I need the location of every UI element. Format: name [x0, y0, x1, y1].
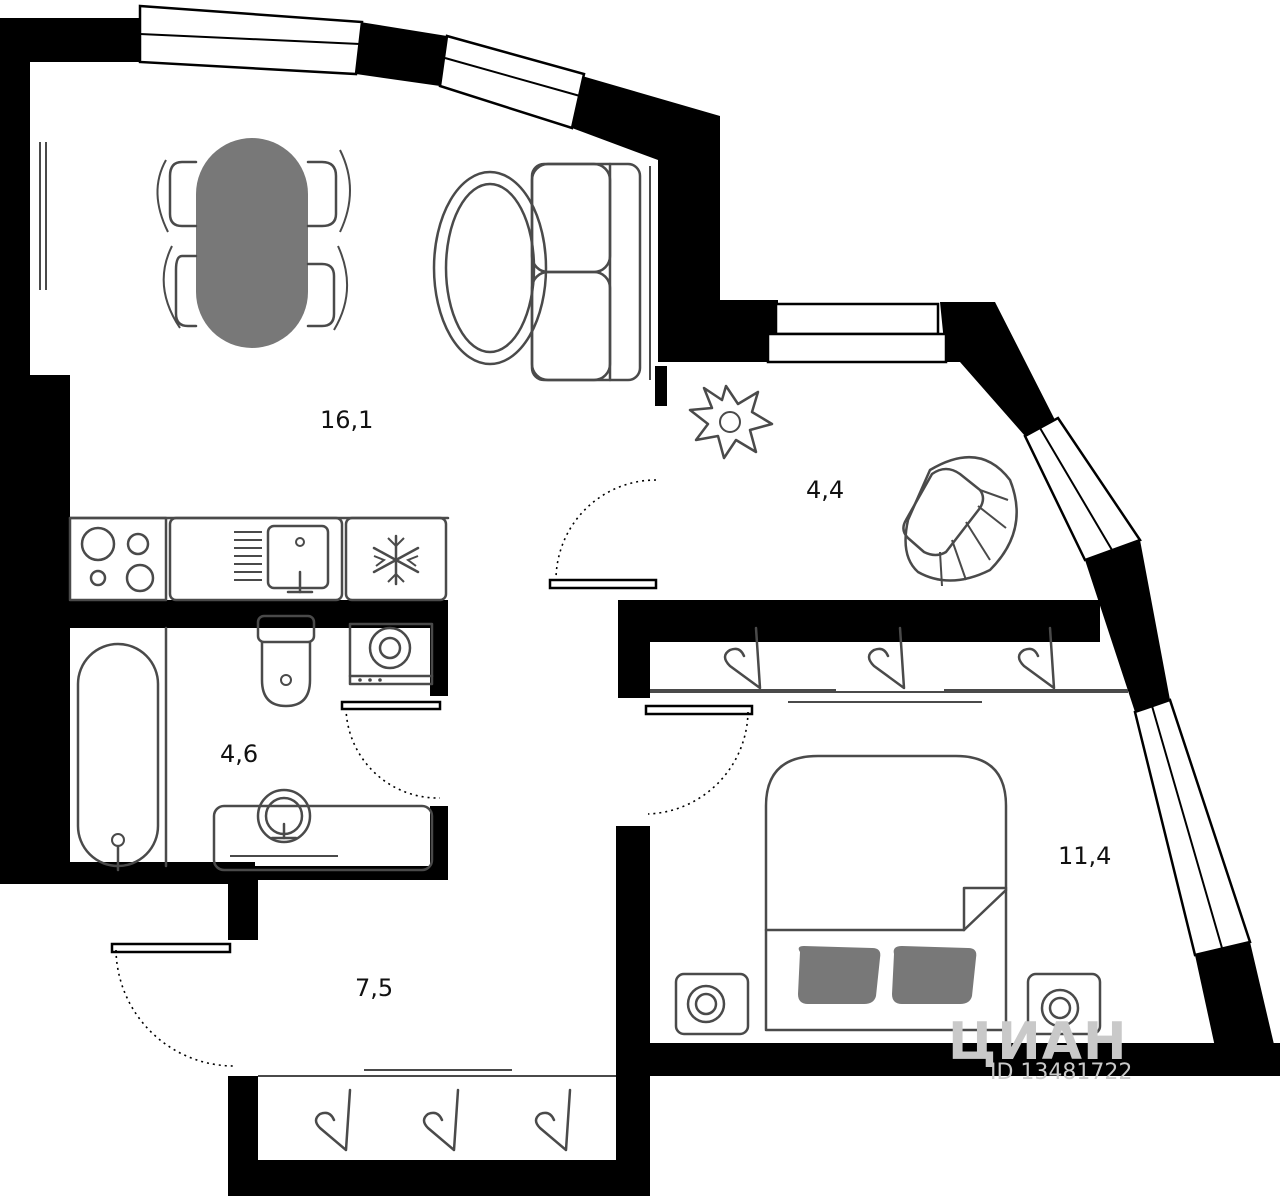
watermark-id: ID 13481722 [990, 1060, 1133, 1085]
round-rug-icon [432, 170, 548, 366]
plant-icon [688, 384, 774, 460]
bathroom-fixtures [76, 614, 434, 872]
windows [39, 4, 1252, 957]
room-area-living: 16,1 [320, 406, 374, 434]
hanger-icon [314, 1088, 352, 1152]
toilet-icon [256, 614, 316, 708]
nightstand-icon [1026, 972, 1102, 1036]
stove-icon [80, 526, 155, 593]
bathtub-icon [76, 642, 160, 868]
hall-wardrobe [258, 1069, 616, 1152]
hanger-icon [723, 626, 762, 690]
room-area-bath: 4,6 [220, 740, 259, 768]
nightstand-icon [674, 972, 750, 1036]
doors [110, 479, 754, 1067]
bed-icon [764, 754, 1008, 1032]
room-area-nook: 4,4 [806, 476, 845, 504]
walls [0, 18, 1280, 1196]
watermark-brand: ЦИАН [948, 1012, 1128, 1072]
hanger-icon [534, 1088, 572, 1152]
washbasin-icon [212, 788, 434, 872]
pillow-icon [798, 946, 881, 1004]
sink-icon [234, 524, 330, 594]
dining-table-icon [196, 138, 308, 348]
sofa-icon [530, 162, 651, 382]
kitchen-counter [68, 516, 450, 602]
hanger-icon [867, 626, 906, 690]
lounge-chair-icon [902, 455, 1018, 587]
room-area-hall: 7,5 [355, 974, 394, 1002]
pillow-icon [892, 946, 977, 1004]
washer-icon [348, 622, 434, 686]
hanger-icon [422, 1088, 460, 1152]
fridge-icon [372, 534, 420, 586]
room-area-bedroom: 11,4 [1058, 842, 1112, 870]
hanger-icon [1017, 626, 1056, 690]
bedroom-wardrobe [650, 626, 1128, 703]
dining-set [156, 138, 351, 348]
